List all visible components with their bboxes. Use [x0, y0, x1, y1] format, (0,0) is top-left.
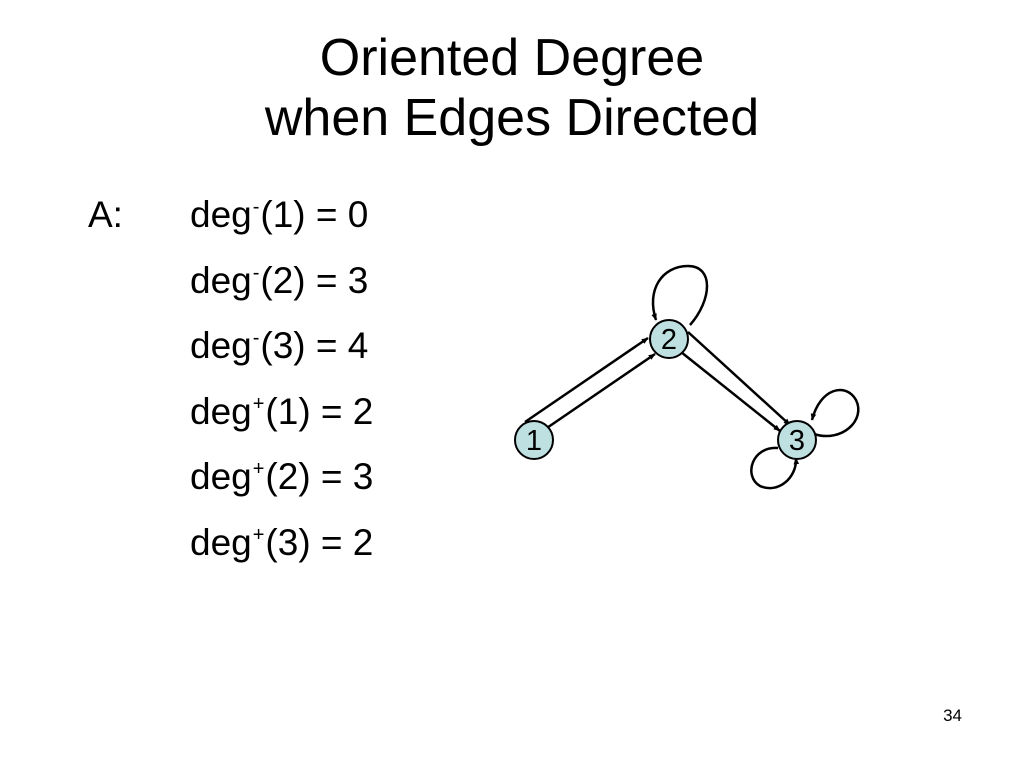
- equation-sign: -: [252, 196, 260, 218]
- equation-in-degree-3: deg-(3) = 4: [190, 324, 373, 368]
- equation-base: deg: [190, 194, 252, 235]
- page-number: 34: [943, 706, 962, 725]
- equation-out-degree-3: deg+(3) = 2: [190, 521, 373, 565]
- title-line-1: Oriented Degree: [319, 29, 705, 87]
- node-2: 2: [649, 319, 689, 359]
- equation-base: deg: [190, 259, 252, 301]
- equation-base: deg: [190, 325, 252, 367]
- node-3-label: 3: [789, 425, 805, 457]
- title-line-2: when Edges Directed: [264, 89, 760, 147]
- equation-sign: -: [252, 327, 260, 350]
- equation-sign: -: [252, 261, 260, 284]
- equation-list: deg-(1) = 0 deg-(2) = 3 deg-(3) = 4 deg+…: [190, 193, 373, 587]
- node-3: 3: [777, 420, 817, 460]
- equation-base: deg: [190, 521, 252, 563]
- equation-rest: (3) = 4: [260, 325, 369, 367]
- edge-loop-3-a: [810, 388, 860, 438]
- edge-loop-2: [651, 264, 709, 326]
- answer-label: A:: [88, 194, 123, 235]
- slide-title: Oriented Degree when Edges Directed: [0, 28, 1024, 148]
- equation-rest: (3) = 2: [265, 521, 374, 563]
- edge-1-to-2-b: [540, 352, 656, 434]
- edge-2-to-3-b: [675, 347, 781, 432]
- equation-out-degree-1: deg+(1) = 2: [190, 390, 373, 434]
- equation-rest: (1) = 2: [265, 390, 374, 432]
- edge-2-to-3-a: [687, 331, 791, 426]
- equation-base: deg: [190, 390, 252, 432]
- equation-sign: +: [252, 392, 265, 415]
- equation-rest: (2) = 3: [265, 456, 374, 498]
- equation-rest: (2) = 3: [260, 259, 369, 301]
- node-1: 1: [514, 420, 554, 460]
- equation-sign: +: [252, 523, 265, 546]
- edge-loop-3-b: [750, 446, 800, 490]
- equation-in-degree-2: deg-(2) = 3: [190, 259, 373, 303]
- equation-sign: +: [252, 458, 265, 481]
- equation-base: deg: [190, 456, 252, 498]
- edge-1-to-2-a: [524, 336, 649, 424]
- equation-out-degree-2: deg+(2) = 3: [190, 455, 373, 499]
- node-1-label: 1: [526, 425, 542, 457]
- equation-in-degree-1: deg-(1) = 0: [190, 193, 373, 237]
- node-2-label: 2: [661, 324, 677, 356]
- equation-rest: (1) = 0: [260, 194, 369, 235]
